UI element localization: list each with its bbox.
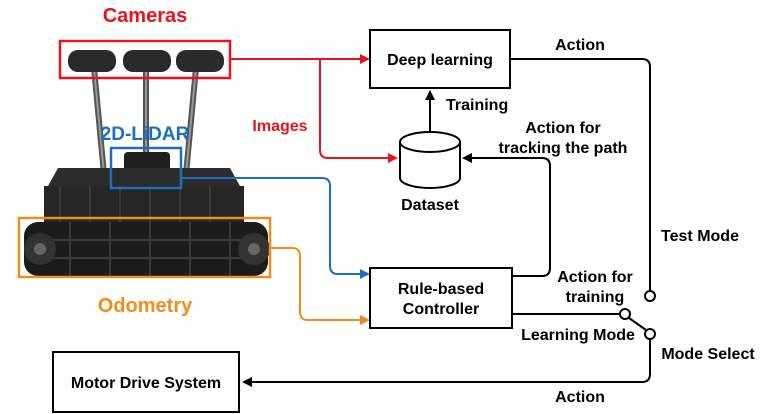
- images-label: Images: [252, 118, 307, 135]
- deep-learning-to-test-mode-line: [510, 58, 651, 290]
- rule-based-label-line1: Rule-based: [398, 281, 484, 298]
- controller-to-dataset-arrow: [462, 153, 551, 277]
- camera-center: [123, 50, 171, 72]
- cameras-label: Cameras: [103, 5, 188, 27]
- learning-mode-contact: [619, 308, 631, 320]
- action-bottom-label: Action: [555, 389, 605, 406]
- mode-select-pivot: [644, 328, 656, 340]
- deep-learning-label: Deep learning: [387, 52, 493, 69]
- lidar-highlight-box: [109, 146, 183, 190]
- test-mode-label: Test Mode: [661, 228, 739, 245]
- motor-drive-label: Motor Drive System: [71, 375, 221, 392]
- learning-mode-label: Learning Mode: [521, 327, 635, 344]
- dataset-label: Dataset: [401, 197, 459, 214]
- action-tracking-line2: tracking the path: [499, 140, 628, 157]
- camera-to-dataset-arrow: [319, 59, 398, 163]
- mode-select-label: Mode Select: [661, 346, 755, 363]
- camera-left: [68, 50, 116, 72]
- dataset-cylinder-icon: [399, 131, 461, 189]
- lidar-to-controller-arrow: [181, 177, 370, 279]
- mode-select-to-motor-arrow: [242, 339, 651, 387]
- robot-illustration: [24, 50, 270, 276]
- mode-switch-lever: [628, 317, 647, 331]
- action-training-line1: Action for: [557, 269, 633, 286]
- rule-based-controller-box: [369, 267, 513, 329]
- test-mode-contact: [644, 290, 656, 302]
- action-tracking-line1: Action for: [525, 120, 601, 137]
- motor-drive-box: [52, 351, 240, 413]
- odometry-to-controller-arrow: [270, 247, 370, 325]
- action-training-line2: training: [566, 289, 625, 306]
- camera-right: [176, 50, 224, 72]
- rule-based-label-line2: Controller: [403, 301, 479, 318]
- lidar-label: 2D-LiDAR: [101, 124, 190, 145]
- training-label: Training: [446, 97, 508, 114]
- odometry-label: Odometry: [98, 295, 193, 317]
- action-top-label: Action: [555, 37, 605, 54]
